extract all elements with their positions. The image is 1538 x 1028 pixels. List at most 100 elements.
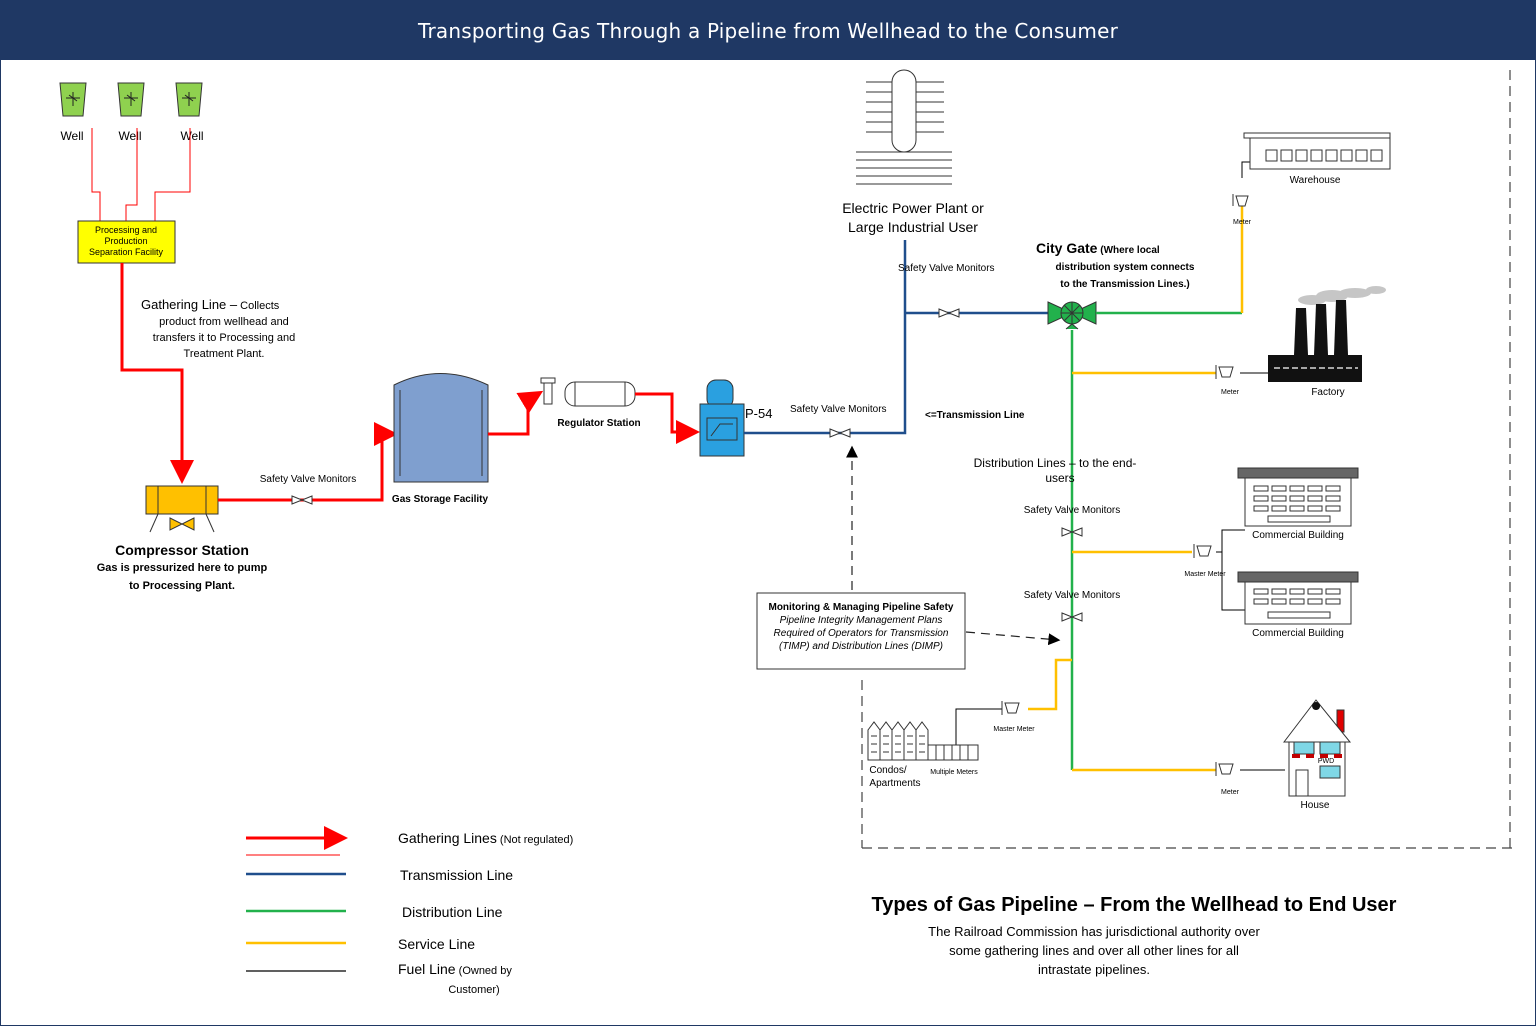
svg-text:Pipeline Integrity Management: Pipeline Integrity Management Plans	[780, 615, 943, 626]
legend-distribution: Distribution Line	[402, 904, 503, 920]
distribution-labels: Distribution Lines – to the end- users	[974, 456, 1137, 485]
safety-valve-1: Safety Valve Monitors	[260, 474, 357, 505]
well-2: Well	[117, 82, 145, 143]
gathering-note: Gathering Line – Collects product from w…	[141, 297, 295, 360]
svg-text:Factory: Factory	[1311, 387, 1344, 398]
regulator-station: Regulator Station	[540, 377, 641, 429]
svg-text:House: House	[1301, 800, 1330, 811]
safety-valve-3: Safety Valve Monitors	[898, 263, 995, 318]
svg-text:Master Meter: Master Meter	[1184, 571, 1226, 578]
well-label: Well	[118, 129, 141, 143]
svg-text:intrastate pipelines.: intrastate pipelines.	[1038, 962, 1150, 977]
diagram-title: Transporting Gas Through a Pipeline from…	[1, 1, 1535, 60]
legend-transmission: Transmission Line	[400, 867, 513, 883]
well-label: Well	[60, 129, 83, 143]
city-gate: City Gate (Where local distribution syst…	[1036, 240, 1195, 330]
svg-text:to the Transmission Lines.): to the Transmission Lines.)	[1060, 279, 1189, 290]
safety-valve-2: Safety Valve Monitors	[790, 404, 887, 438]
svg-text:Distribution Lines – to the en: Distribution Lines – to the end-	[974, 456, 1137, 470]
regulated-boundary	[861, 70, 1518, 849]
svg-text:Meter: Meter	[1221, 389, 1240, 396]
distribution-line	[1070, 311, 1242, 770]
svg-text:product from wellhead and: product from wellhead and	[159, 316, 289, 328]
monitoring-arrows	[846, 445, 1061, 646]
svg-text:Customer): Customer)	[448, 984, 499, 996]
legend: Gathering Lines (Not regulated) Transmis…	[246, 826, 573, 996]
svg-text:users: users	[1045, 471, 1074, 485]
svg-text:Required of Operators for Tran: Required of Operators for Transmission	[774, 628, 949, 639]
svg-text:Gas Storage Facility: Gas Storage Facility	[392, 494, 489, 505]
meter-house: Meter	[1215, 762, 1240, 796]
gathering-line-to-regulator	[488, 390, 544, 436]
svg-text:transfers it to Processing and: transfers it to Processing and	[153, 332, 295, 344]
svg-text:distribution system connects: distribution system connects	[1056, 262, 1195, 273]
factory: Factory	[1268, 286, 1386, 398]
pump-label: P-54	[745, 406, 772, 421]
svg-text:Electric Power Plant or: Electric Power Plant or	[842, 200, 984, 216]
svg-text:Regulator Station: Regulator Station	[557, 418, 640, 429]
pump-station: P-54	[699, 379, 772, 457]
svg-text:Warehouse: Warehouse	[1290, 175, 1341, 186]
svg-text:Condos/: Condos/	[869, 765, 906, 776]
monitoring-box: Monitoring & Managing Pipeline Safety Pi…	[756, 592, 966, 670]
gathering-line-to-pump	[635, 392, 700, 444]
svg-text:Production: Production	[104, 236, 147, 246]
svg-text:The Railroad Commission has ju: The Railroad Commission has jurisdiction…	[928, 924, 1260, 939]
wells-group: Well Well Well	[59, 82, 204, 143]
condos: Condos/ Apartments Multiple Meters	[867, 721, 979, 789]
safety-valve-4: Safety Valve Monitors	[1024, 505, 1121, 537]
svg-text:Compressor Station: Compressor Station	[115, 542, 249, 558]
commercial-building-2: Commercial Building	[1237, 571, 1359, 639]
types-title: Types of Gas Pipeline – From the Wellhea…	[872, 894, 1397, 916]
svg-text:Separation Facility: Separation Facility	[89, 247, 164, 257]
svg-text:Multiple Meters: Multiple Meters	[930, 769, 978, 776]
safety-valve-5: Safety Valve Monitors	[1024, 590, 1121, 622]
svg-text:Apartments: Apartments	[869, 778, 920, 789]
svg-text:City Gate (Where local: City Gate (Where local	[1036, 240, 1160, 256]
svg-text:Gathering Line – Collects: Gathering Line – Collects	[141, 297, 280, 312]
svg-text:to Processing Plant.: to Processing Plant.	[129, 580, 235, 592]
house: PWD House	[1282, 699, 1352, 811]
svg-text:Safety Valve Monitors: Safety Valve Monitors	[898, 263, 995, 274]
svg-text:PWD: PWD	[1318, 758, 1334, 765]
svg-text:Gas is pressurized here to pum: Gas is pressurized here to pump	[97, 562, 268, 574]
well-3: Well	[175, 82, 204, 143]
svg-text:Safety Valve Monitors: Safety Valve Monitors	[1024, 505, 1121, 516]
svg-text:Commercial Building: Commercial Building	[1252, 628, 1344, 639]
types-section: Types of Gas Pipeline – From the Wellhea…	[872, 894, 1397, 977]
master-meter-condos: Master Meter	[993, 701, 1035, 733]
gathering-line-to-storage	[218, 422, 398, 502]
svg-text:Master Meter: Master Meter	[993, 726, 1035, 733]
service-lines	[1028, 200, 1244, 772]
processing-facility: Processing and Production Separation Fac…	[77, 220, 176, 264]
gas-storage-facility: Gas Storage Facility	[392, 373, 489, 505]
warehouse: Warehouse	[1243, 132, 1391, 186]
legend-gathering: Gathering Lines (Not regulated)	[398, 830, 573, 846]
legend-service: Service Line	[398, 936, 475, 952]
gathering-line-to-compressor	[120, 263, 194, 484]
svg-text:Monitoring & Managing Pipeline: Monitoring & Managing Pipeline Safety	[768, 602, 953, 613]
meter-factory: Meter	[1215, 365, 1240, 396]
svg-text:Meter: Meter	[1233, 219, 1252, 226]
svg-text:Safety Valve Monitors: Safety Valve Monitors	[790, 404, 887, 415]
svg-text:Safety Valve Monitors: Safety Valve Monitors	[260, 474, 357, 485]
transmission-line-label: <=Transmission Line	[925, 410, 1025, 421]
svg-text:Meter: Meter	[1221, 789, 1240, 796]
svg-text:Processing and: Processing and	[95, 225, 157, 235]
meter-warehouse: Meter	[1232, 194, 1252, 226]
svg-text:Commercial Building: Commercial Building	[1252, 530, 1344, 541]
commercial-building-1: Commercial Building	[1237, 467, 1359, 541]
svg-text:Safety Valve Monitors: Safety Valve Monitors	[1024, 590, 1121, 601]
svg-text:Large Industrial User: Large Industrial User	[848, 219, 978, 235]
legend-fuel: Fuel Line (Owned by	[398, 961, 512, 977]
svg-text:Treatment Plant.: Treatment Plant.	[184, 348, 265, 360]
power-plant: Electric Power Plant or Large Industrial…	[842, 69, 984, 235]
transmission-line	[744, 240, 1050, 435]
thin-gathering-lines	[91, 128, 191, 222]
well-label: Well	[180, 129, 203, 143]
svg-text:some gathering lines and over: some gathering lines and over all other …	[949, 943, 1239, 958]
well-1: Well	[59, 82, 87, 143]
master-meter-commercial: Master Meter	[1184, 544, 1226, 578]
